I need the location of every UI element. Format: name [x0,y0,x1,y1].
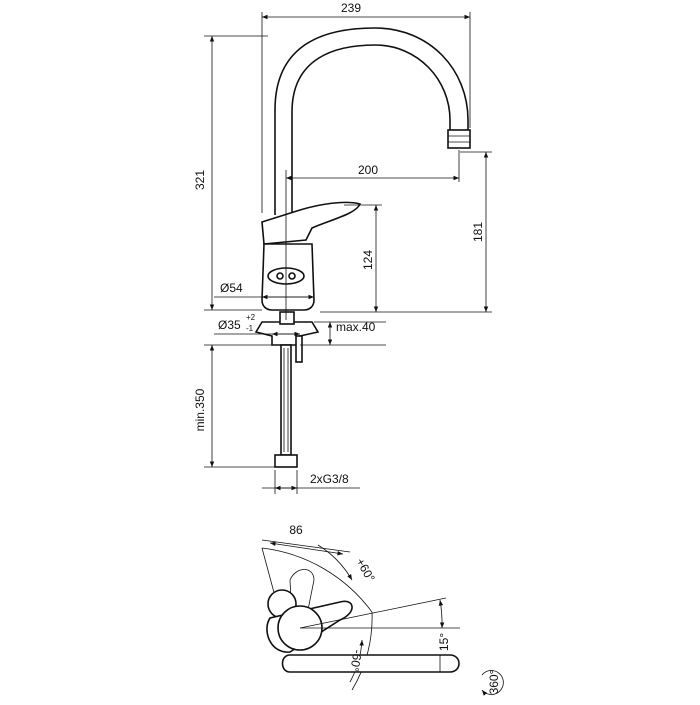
faucet-side-view [254,27,471,468]
angle-15-arc [438,599,445,629]
label-min-hose: min.350 [193,388,207,431]
label-hole-tol-lower: -1 [246,324,254,333]
faucet-body [261,243,315,311]
mounting-plate [254,321,320,346]
dimension-lines [204,12,492,494]
label-rotation: 360° [487,669,501,694]
dimension-86-line [269,541,344,556]
lever-handle [261,201,362,245]
label-body-diameter: Ø54 [220,281,243,295]
label-spout-reach: 200 [358,163,378,177]
threaded-rod [295,335,303,363]
label-hole-tol-upper: +2 [246,313,256,322]
spout-inner [291,44,451,215]
spout-top [281,654,460,673]
label-angle-minus: -60° [347,649,365,673]
label-spout-height: 181 [471,222,485,242]
label-lever-tilt: 15° [437,633,451,651]
label-max-thickness: max.40 [336,320,376,334]
dimension-labels: 239 200 321 181 124 Ø54 Ø35 +2 -1 max.40… [193,1,501,694]
hose-nut [274,454,298,468]
label-overall-height: 321 [193,170,207,190]
supply-hose [280,344,292,456]
label-connection: 2xG3/8 [310,472,349,486]
label-hole-diameter: Ø35 [218,318,241,332]
label-lever-length: 86 [289,523,303,537]
aerator [447,129,471,149]
label-overall-width: 239 [341,1,361,15]
faucet-top-view [261,539,504,696]
rotation-360-arrow [481,670,504,696]
label-lever-height: 124 [361,250,375,270]
label-angle-plus: +60° [353,556,378,585]
spout-outer [274,27,469,215]
rotation-arc-lower [351,611,373,691]
